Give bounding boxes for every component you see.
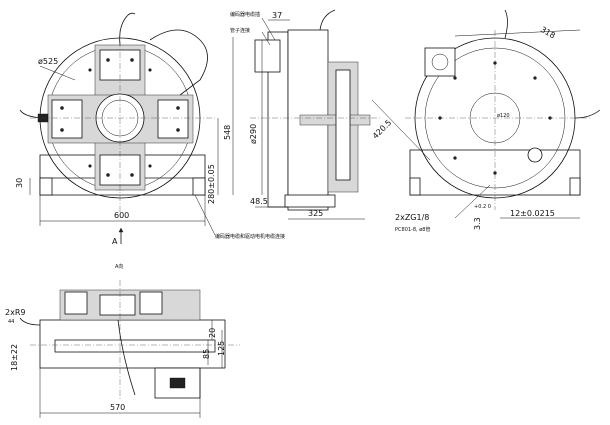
front-width-label: 600 xyxy=(114,211,129,220)
side-bottom-note: 编码器电缆和驱动电机电缆连接 xyxy=(215,233,285,240)
side-note1: 编码器电缆插 xyxy=(230,11,260,18)
side-cable-top xyxy=(319,9,336,31)
top-slot-label: 2xR9 xyxy=(5,308,25,317)
top-dim85-label: 85 xyxy=(202,349,211,359)
rear-center-dia-label: ø120 xyxy=(497,113,510,119)
top-base-strip xyxy=(54,339,216,353)
top-view: A向 2xR9 44 18±22 570 20 85 125 xyxy=(5,263,240,418)
top-jaw-1 xyxy=(64,291,88,315)
front-height-label: 548 xyxy=(223,125,232,140)
rear-motor-flange xyxy=(424,47,456,77)
rear-top-dimline xyxy=(454,29,581,37)
side-base-offset-label: 48.5 xyxy=(250,197,268,206)
rear-port-note: PC801-8, ø8管 xyxy=(395,226,430,233)
front-note-leader xyxy=(194,194,216,236)
rear-cable-right xyxy=(574,109,601,119)
side-top-label: 37 xyxy=(272,11,282,20)
front-bracket-arc xyxy=(149,29,208,96)
side-jaw-column xyxy=(335,69,351,181)
front-cable-top xyxy=(119,12,136,46)
top-motor-face xyxy=(169,377,186,389)
top-left-label: 18±22 xyxy=(10,344,19,371)
front-jaw-right xyxy=(157,99,189,139)
rear-cable-top xyxy=(504,9,508,39)
side-clamp-bar xyxy=(299,114,371,126)
rear-port-label: 2xZG1/8 xyxy=(395,213,429,222)
rear-port xyxy=(527,147,543,163)
rear-motor-shaft xyxy=(431,53,449,71)
side-view: ø290 37 编码器电缆插 管子连接 48.5 325 编码器电缆和驱动电机电… xyxy=(215,9,380,240)
rear-diag-label: 420.5 xyxy=(371,118,394,141)
rear-key-label: 12±0.0215 xyxy=(510,209,555,218)
top-width-label: 570 xyxy=(110,403,125,412)
rear-foot-right xyxy=(569,177,581,196)
side-note1-leader xyxy=(261,17,276,41)
rear-top-label: 318 xyxy=(539,25,557,40)
front-jaw-left xyxy=(51,99,83,139)
top-cable-left xyxy=(19,317,41,326)
side-dia-label: ø290 xyxy=(249,124,258,144)
front-foot-right xyxy=(192,177,206,196)
side-note2: 管子连接 xyxy=(230,27,250,34)
front-dia-label: ø525 xyxy=(38,57,58,66)
front-view-arrow-label: A xyxy=(112,237,118,246)
front-base-label: 30 xyxy=(15,178,24,188)
rear-foot-left xyxy=(409,177,421,196)
side-depth-label: 325 xyxy=(308,209,323,218)
front-bolts xyxy=(60,58,180,177)
front-dia-leader xyxy=(39,65,76,81)
rear-port-leader xyxy=(454,184,491,219)
top-view-title: A向 xyxy=(115,263,123,270)
top-jaw-2 xyxy=(139,291,163,315)
front-view-arrow-head xyxy=(118,227,124,233)
top-dim125-label: 125 xyxy=(217,341,226,356)
side-encoder-box xyxy=(254,39,281,73)
front-view: ø525 600 30 548 280±0.05 A xyxy=(15,12,234,246)
rear-bottom-tol: +0.2 0 xyxy=(474,204,491,210)
top-slot-dim: 44 xyxy=(8,319,14,325)
side-base xyxy=(284,194,336,208)
rear-view: ø120 318 420.5 2xZG1/8 PC801-8, ø8管 3.3 … xyxy=(371,9,601,233)
top-dim20-label: 20 xyxy=(208,328,217,338)
rear-diag-dimline xyxy=(371,99,431,161)
rear-bottom-label: 3.3 xyxy=(473,217,482,230)
top-jaw-center xyxy=(99,294,136,316)
front-center-height-label: 280±0.05 xyxy=(207,164,216,204)
top-cable-center xyxy=(117,319,136,396)
front-foot-left xyxy=(39,177,53,196)
side-note2-leader xyxy=(261,31,271,46)
